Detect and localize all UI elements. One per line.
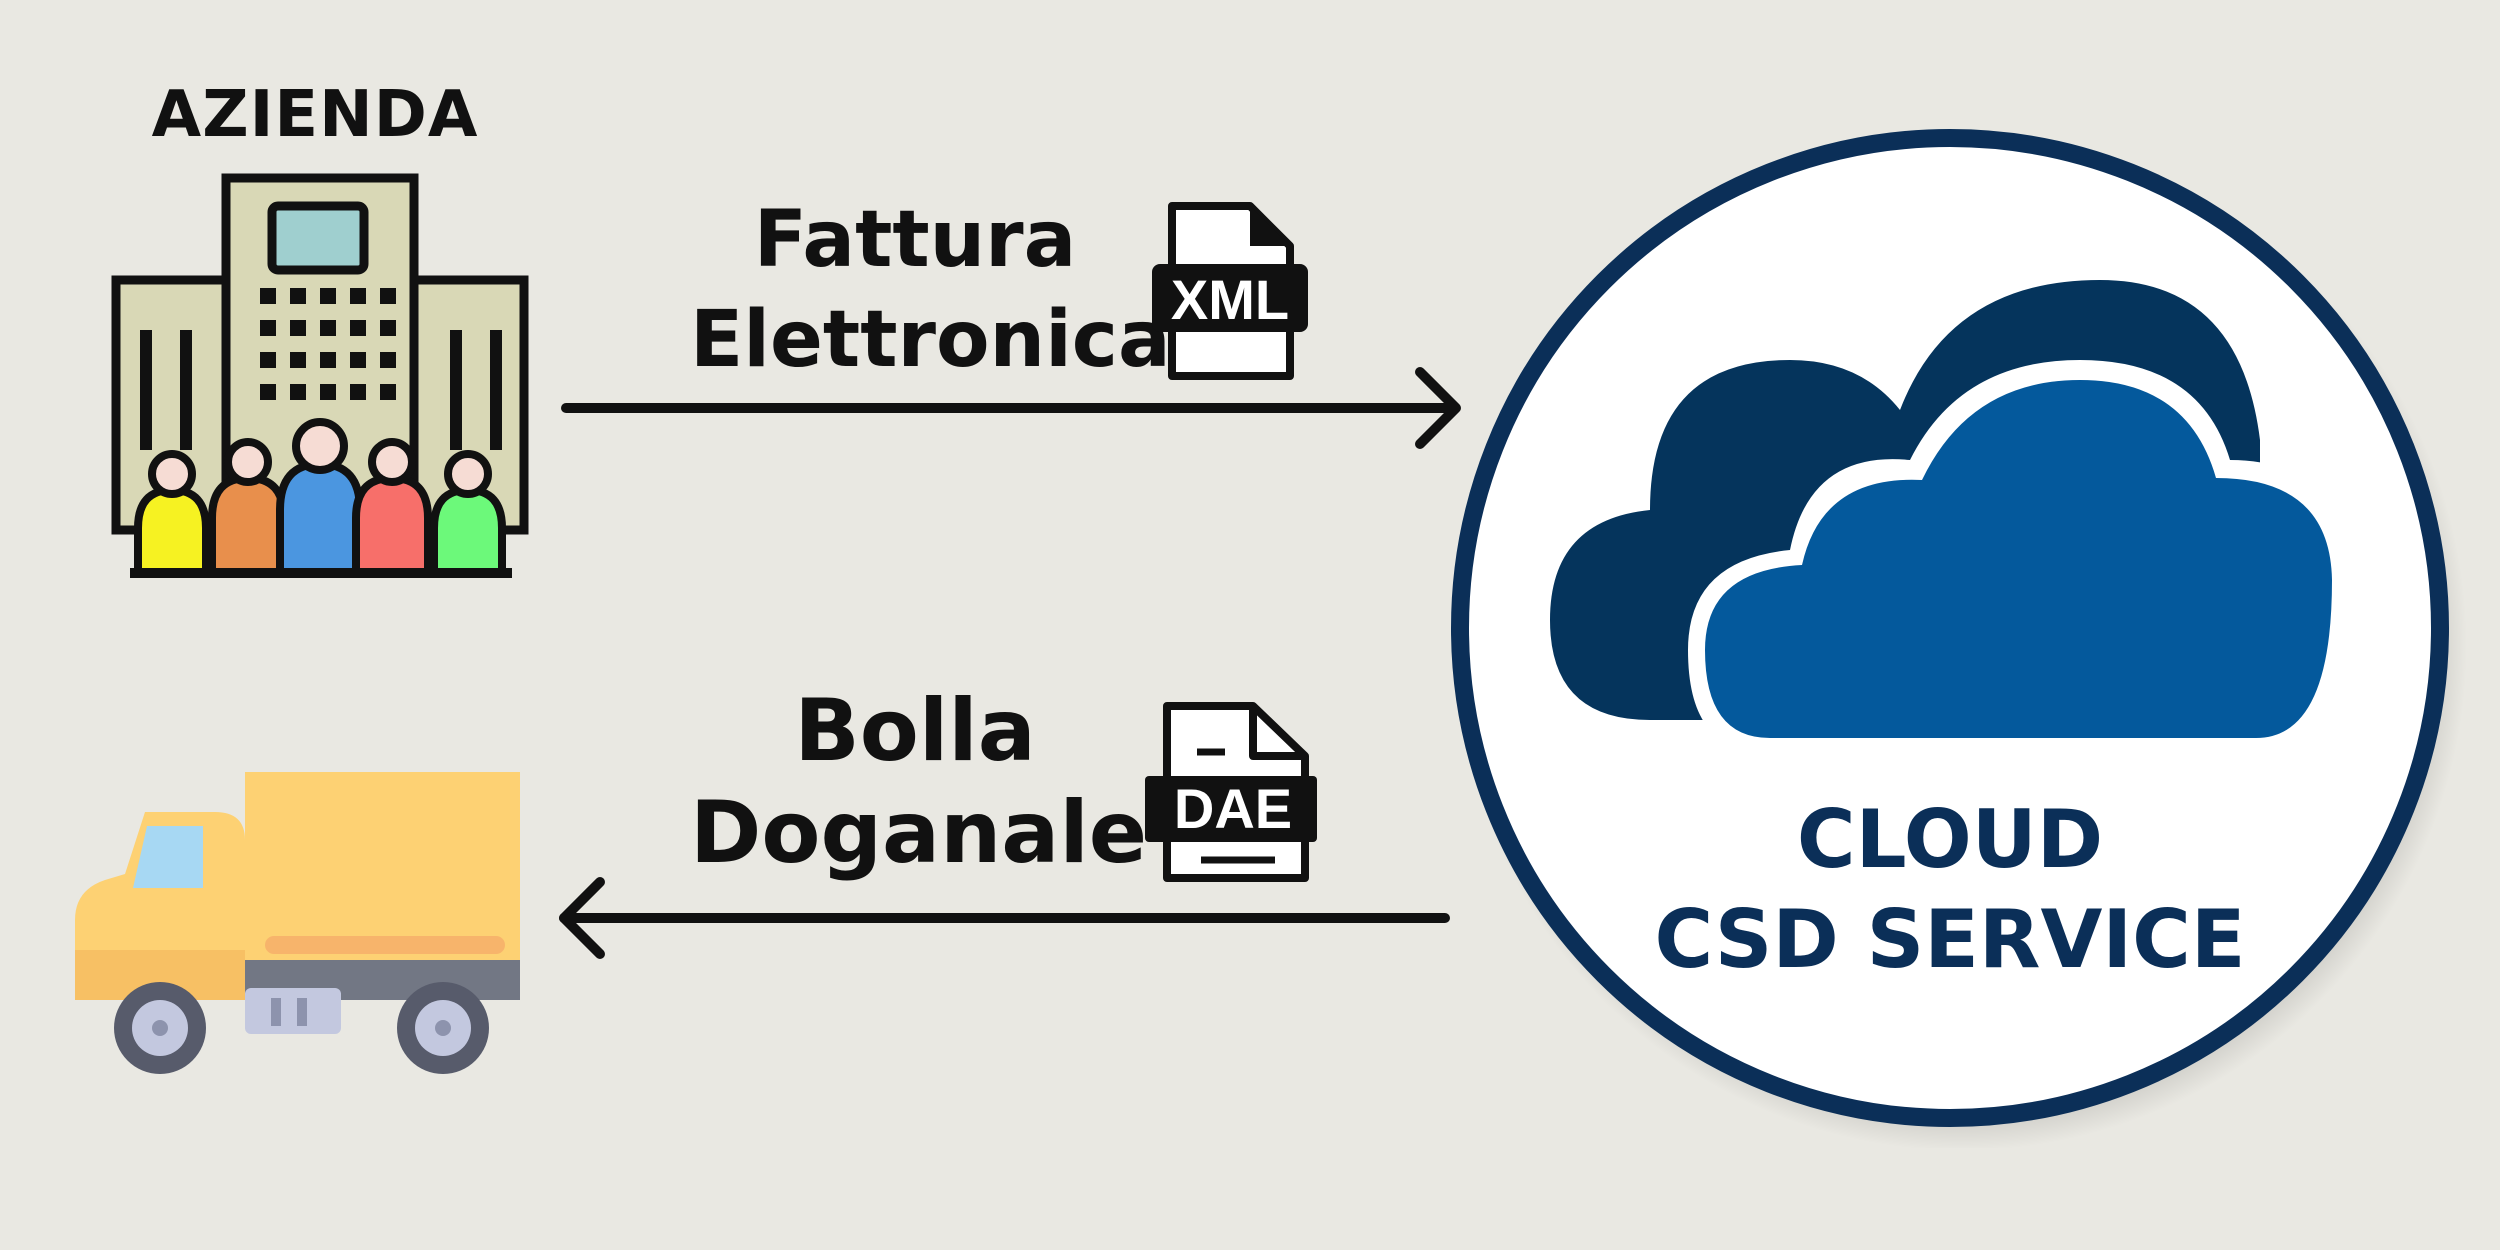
dae-badge-text: DAE: [1174, 777, 1292, 840]
customs-label: Bolla Doganale: [690, 680, 1148, 884]
customs-label-line1: Bolla: [794, 681, 1036, 781]
cloud-caption-line1: CLOUD: [1796, 793, 2104, 886]
company-title: AZIENDA: [151, 78, 479, 152]
invoice-label: Fattura Elettronica: [690, 190, 1171, 390]
xml-file-icon: XML: [1152, 202, 1308, 380]
cloud-caption: CLOUD CSD SERVICE: [1580, 790, 2320, 990]
invoice-label-line2: Elettronica: [690, 295, 1171, 385]
arrow-right-icon: [561, 367, 1461, 449]
delivery-truck-icon: [75, 772, 520, 1074]
customs-label-line2: Doganale: [690, 783, 1148, 883]
dae-document-icon: DAE: [1145, 702, 1317, 882]
office-building-people-icon: [111, 173, 529, 578]
cloud-caption-line2: CSD SERVICE: [1654, 893, 2246, 986]
arrow-left-icon: [559, 877, 1450, 959]
invoice-label-line1: Fattura: [753, 195, 1077, 285]
cloud-icon: [1550, 280, 2350, 750]
xml-badge-text: XML: [1171, 268, 1289, 331]
